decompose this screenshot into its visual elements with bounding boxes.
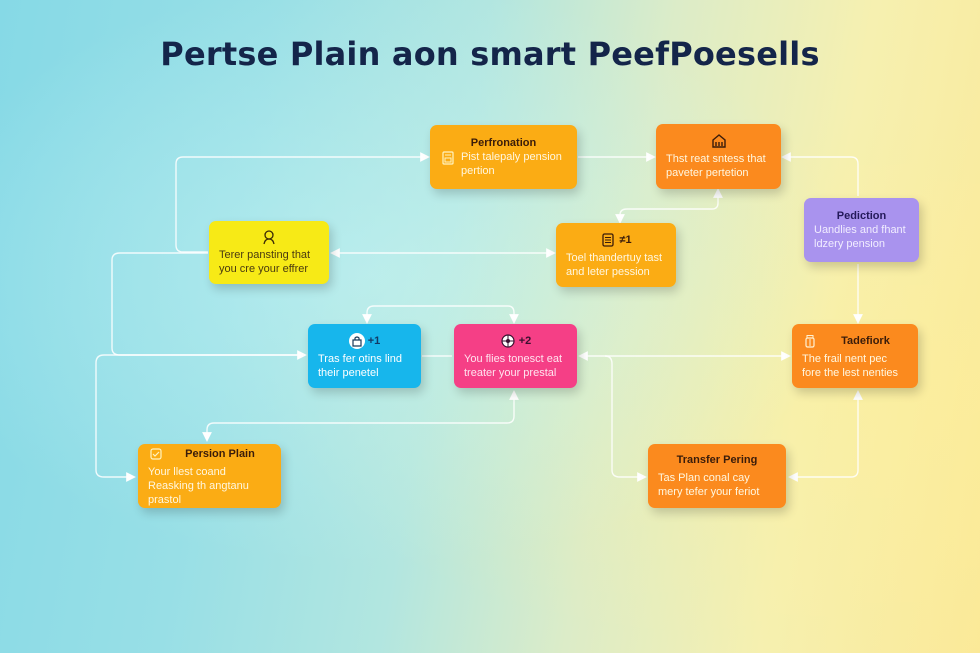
bag-icon <box>348 332 365 349</box>
node-you-flies[interactable]: +2 You flies tonesct eat treater your pr… <box>454 324 577 388</box>
node-terer-pansting[interactable]: Terer pansting that you cre your effrer <box>209 221 329 284</box>
node-badge: +2 <box>518 334 532 347</box>
node-description: Thst reat sntess that paveter pertetion <box>666 153 766 179</box>
node-title: Persion Plain <box>185 447 255 460</box>
node-pediction[interactable]: Pediction Uandlies and fhant ldzery pens… <box>804 198 919 262</box>
node-toel-thandertuy[interactable]: ≠1 Toel thandertuy tast and leter pessio… <box>556 223 676 287</box>
node-badge: ≠1 <box>619 233 632 246</box>
node-badge: +1 <box>367 334 381 347</box>
node-description: Tras fer otins lind their penetel <box>318 352 402 379</box>
node-title: Transfer Pering <box>676 454 758 466</box>
node-perfronation[interactable]: Perfronation Pist talepaly pension perti… <box>430 125 577 189</box>
document-image-icon <box>440 150 456 166</box>
globe-ball-icon <box>500 333 516 349</box>
node-tadefiork[interactable]: Tadefiork The frail nent pec fore the le… <box>792 324 918 388</box>
jar-icon <box>802 333 818 349</box>
node-title: Pediction <box>836 210 887 222</box>
check-square-icon <box>148 446 164 462</box>
page-title: Pertse Plain aon smart PeefPoesells <box>160 35 820 73</box>
node-description: The frail nent pec fore the lest nenties <box>802 352 899 379</box>
node-tras-fer[interactable]: +1 Tras fer otins lind their penetel <box>308 324 421 388</box>
node-thst-real[interactable]: Thst reat sntess that paveter pertetion <box>656 124 781 189</box>
clipboard-icon <box>600 232 616 248</box>
node-description: Toel thandertuy tast and leter pession <box>566 251 663 278</box>
node-description: Uandlies and fhant ldzery pension <box>814 224 906 250</box>
node-transfer-pering[interactable]: Transfer Pering Tas Plan conal cay mery … <box>648 444 786 508</box>
node-title: Tadefiork <box>841 334 890 347</box>
node-description: Terer pansting that you cre your effrer <box>219 249 311 275</box>
node-description: Tas Plan conal cay mery tefer your ferio… <box>658 472 760 498</box>
node-persion-plain[interactable]: Persion Plain Your llest coand Reasking … <box>138 444 281 508</box>
node-description: Your llest coand Reasking th angtanu pra… <box>148 465 249 506</box>
person-headset-icon <box>261 229 277 245</box>
building-icon <box>711 133 727 149</box>
node-title: Perfronation <box>470 137 537 149</box>
node-description: Pist talepaly pension pertion <box>461 151 562 177</box>
node-description: You flies tonesct eat treater your prest… <box>464 352 563 379</box>
